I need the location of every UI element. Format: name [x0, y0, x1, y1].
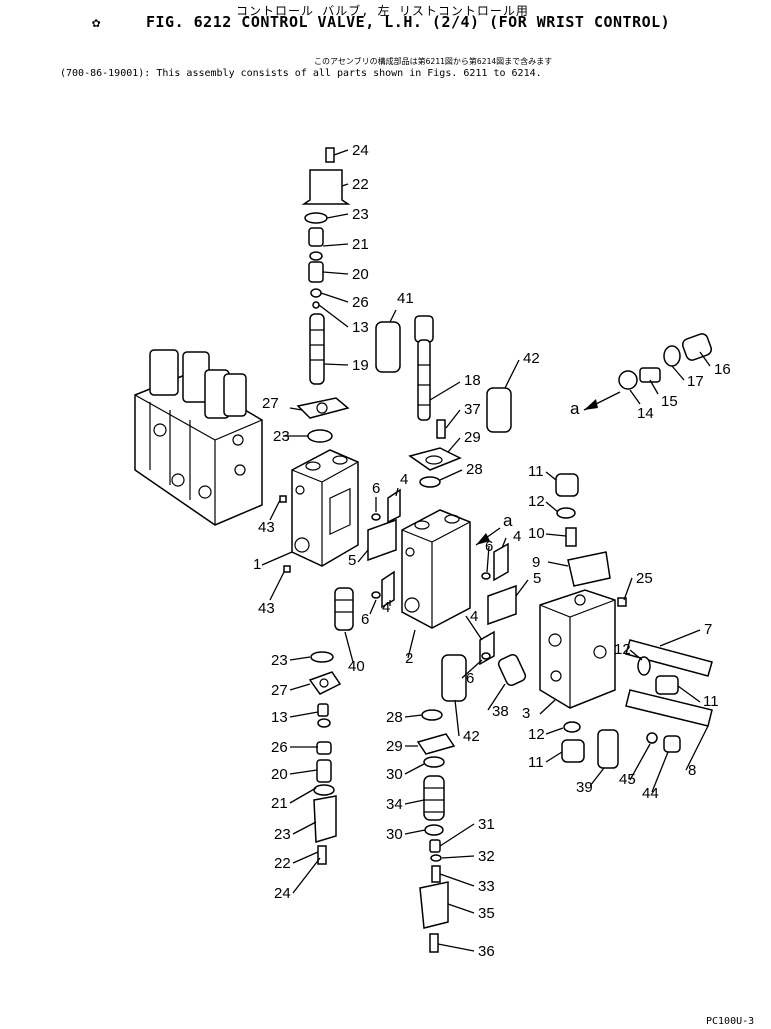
part-callout-12: 12 [528, 726, 545, 743]
part-callout-24: 24 [274, 885, 291, 902]
part-callout-30: 30 [386, 826, 403, 843]
publisher-logo-icon: ✿ [92, 15, 101, 31]
part-callout-6: 6 [361, 611, 369, 628]
part-callout-3: 3 [522, 705, 530, 722]
valve-section-1 [291, 449, 359, 567]
part-callout-a: a [570, 399, 580, 418]
callout-labels: 2422232120261319412723431436456440183729… [253, 142, 731, 960]
part-callout-23: 23 [273, 428, 290, 445]
part-callout-9: 9 [532, 554, 540, 571]
part-callout-6: 6 [372, 480, 380, 497]
part-callout-14: 14 [637, 405, 654, 422]
valve-section-2 [401, 509, 471, 629]
part-callout-44: 44 [642, 785, 659, 802]
part-callout-10: 10 [528, 525, 545, 542]
assembly-note: (700-86-19001): This assembly consists o… [60, 68, 542, 79]
part-callout-41: 41 [397, 290, 414, 307]
arrowhead-lower-icon [476, 533, 490, 545]
part-callout-12: 12 [614, 641, 631, 658]
part-callout-5: 5 [348, 552, 356, 569]
part-callout-37: 37 [464, 401, 481, 418]
part-callout-35: 35 [478, 905, 495, 922]
assembled-valve-drawing [134, 349, 263, 526]
part-callout-27: 27 [271, 682, 288, 699]
part-callout-28: 28 [466, 461, 483, 478]
arrowhead-upper-icon [584, 399, 598, 410]
model-code: PC100U-3 [706, 1016, 755, 1027]
part-callout-31: 31 [478, 816, 495, 833]
part-callout-32: 32 [478, 848, 495, 865]
part-callout-39: 39 [576, 779, 593, 796]
part-callout-21: 21 [271, 795, 288, 812]
part-callout-8: 8 [688, 762, 696, 779]
part-callout-22: 22 [352, 176, 369, 193]
part-callout-28: 28 [386, 709, 403, 726]
part-callout-6: 6 [466, 670, 474, 687]
japanese-assembly-note: このアセンブリの構成部品は第6211図から第6214図まで含みます [314, 57, 553, 66]
part-callout-12: 12 [528, 493, 545, 510]
part-callout-42: 42 [523, 350, 540, 367]
figure-title: FIG. 6212 CONTROL VALVE, L.H. (2/4) (FOR… [146, 13, 671, 31]
part-callout-26: 26 [352, 294, 369, 311]
part-callout-5: 5 [533, 570, 541, 587]
part-callout-15: 15 [661, 393, 678, 410]
part-callout-17: 17 [687, 373, 704, 390]
part-callout-11: 11 [528, 463, 544, 480]
part-callout-24: 24 [352, 142, 369, 159]
end-section [539, 589, 616, 709]
part-callout-13: 13 [352, 319, 369, 336]
part-callout-11: 11 [528, 754, 544, 771]
part-callout-11: 11 [703, 693, 719, 710]
part-callout-25: 25 [636, 570, 653, 587]
part-callout-1: 1 [253, 556, 261, 573]
part-callout-20: 20 [271, 766, 288, 783]
part-callout-18: 18 [464, 372, 481, 389]
part-callout-22: 22 [274, 855, 291, 872]
part-callout-29: 29 [464, 429, 481, 446]
part-callout-43: 43 [258, 519, 275, 536]
part-callout-6: 6 [485, 538, 493, 555]
part-callout-4: 4 [382, 599, 390, 616]
part-callout-7: 7 [704, 621, 712, 638]
part-callout-36: 36 [478, 943, 495, 960]
part-callout-4: 4 [400, 471, 408, 488]
part-callout-a: a [503, 511, 513, 530]
upper-spool-stack [301, 147, 351, 385]
part-callout-27: 27 [262, 395, 279, 412]
part-callout-42: 42 [463, 728, 480, 745]
part-callout-23: 23 [274, 826, 291, 843]
part-callout-13: 13 [271, 709, 288, 726]
lower-middle-stack [416, 709, 456, 953]
part-callout-19: 19 [352, 357, 369, 374]
part-callout-26: 26 [271, 739, 288, 756]
part-callout-33: 33 [478, 878, 495, 895]
part-callout-16: 16 [714, 361, 731, 378]
part-callout-23: 23 [352, 206, 369, 223]
part-callout-20: 20 [352, 266, 369, 283]
part-callout-45: 45 [619, 771, 636, 788]
lower-left-stack [308, 651, 342, 865]
part-callout-30: 30 [386, 766, 403, 783]
part-callout-43: 43 [258, 600, 275, 617]
part-callout-40: 40 [348, 658, 365, 675]
japanese-title: コントロール バルブ, 左 リストコントロール用 [236, 4, 529, 18]
part-callout-34: 34 [386, 796, 403, 813]
part-callout-29: 29 [386, 738, 403, 755]
part-callout-38: 38 [492, 703, 509, 720]
part-callout-4: 4 [470, 608, 478, 625]
part-callout-21: 21 [352, 236, 369, 253]
part-callout-2: 2 [405, 650, 413, 667]
part-callout-4: 4 [513, 528, 521, 545]
leader-lines [261, 149, 711, 952]
part-callout-23: 23 [271, 652, 288, 669]
